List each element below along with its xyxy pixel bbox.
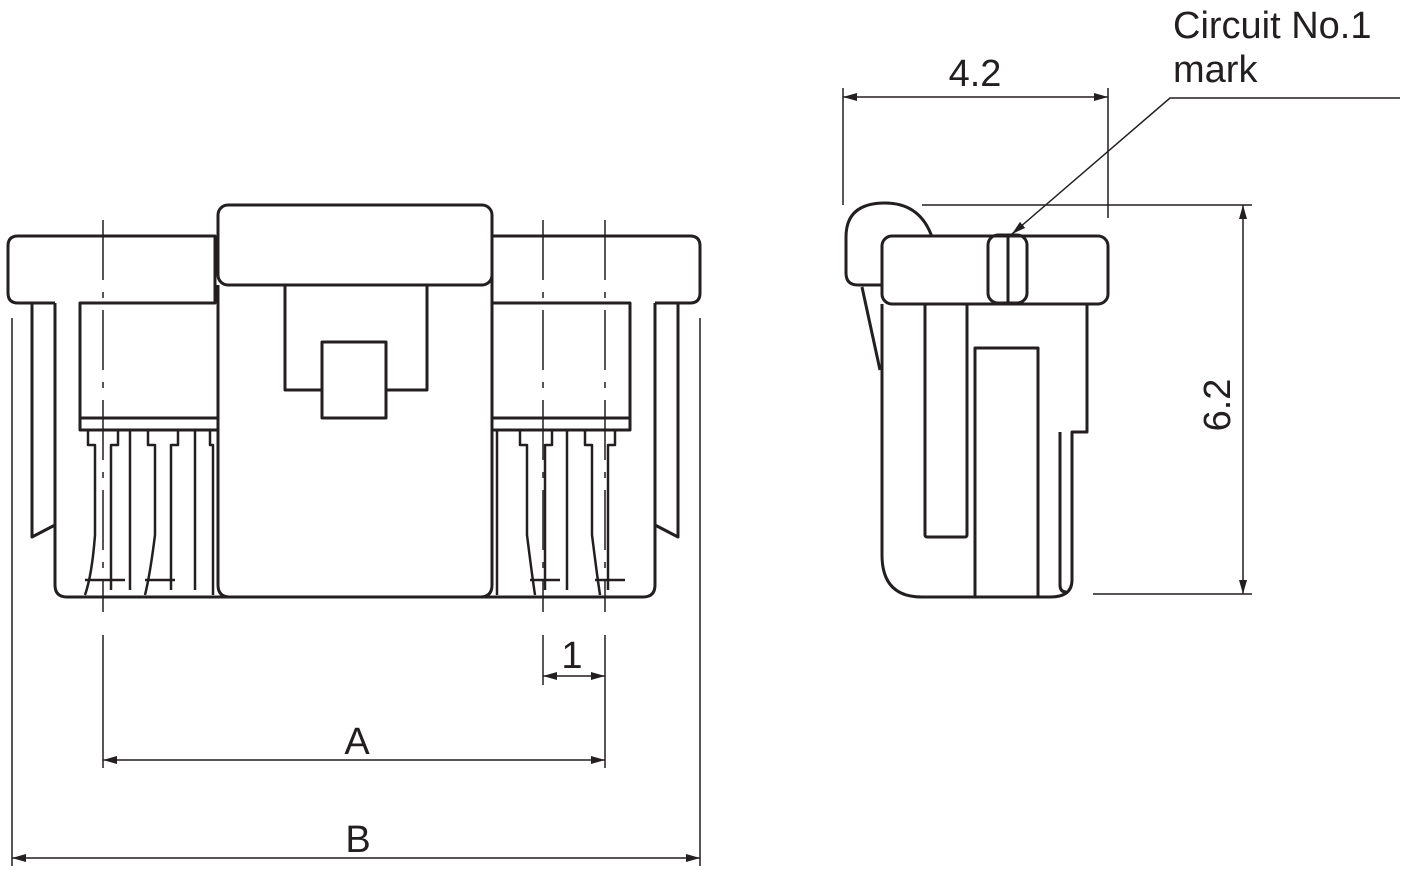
terminal-band-left: [78, 416, 220, 432]
side-view: [844, 201, 1110, 599]
side-inner-rect: [973, 346, 1040, 597]
terminal-band-right: [490, 416, 632, 432]
right-flange: [490, 234, 702, 418]
side-slot: [923, 302, 969, 539]
latch-window: [283, 285, 429, 392]
terminals: [83, 430, 625, 596]
dim-height-label: 6.2: [1197, 379, 1239, 432]
callout-leader: [1011, 97, 1400, 235]
latch-tab: [320, 340, 388, 420]
side-dimensions: 4.2 6.2 Circuit No.1 mark: [842, 5, 1400, 595]
lock-hook: [844, 201, 934, 287]
side-top-block: [880, 234, 1110, 306]
latch-top: [216, 203, 494, 287]
right-wall: [630, 303, 680, 599]
dim-width-label: 4.2: [949, 53, 1002, 95]
front-view: [6, 203, 702, 612]
dim-b-label: B: [345, 819, 370, 861]
dim-pitch-label: 1: [561, 635, 582, 677]
center-body: [216, 285, 494, 599]
left-wall: [30, 303, 80, 599]
left-flange: [6, 234, 217, 418]
side-small-slot: [1058, 432, 1067, 594]
callout-line2: mark: [1173, 49, 1258, 91]
callout-line1: Circuit No.1: [1173, 5, 1372, 47]
front-dimensions: B A 1: [11, 318, 701, 866]
hook-arm: [860, 286, 882, 371]
side-body: [880, 304, 1089, 599]
dim-a-label: A: [344, 721, 370, 763]
